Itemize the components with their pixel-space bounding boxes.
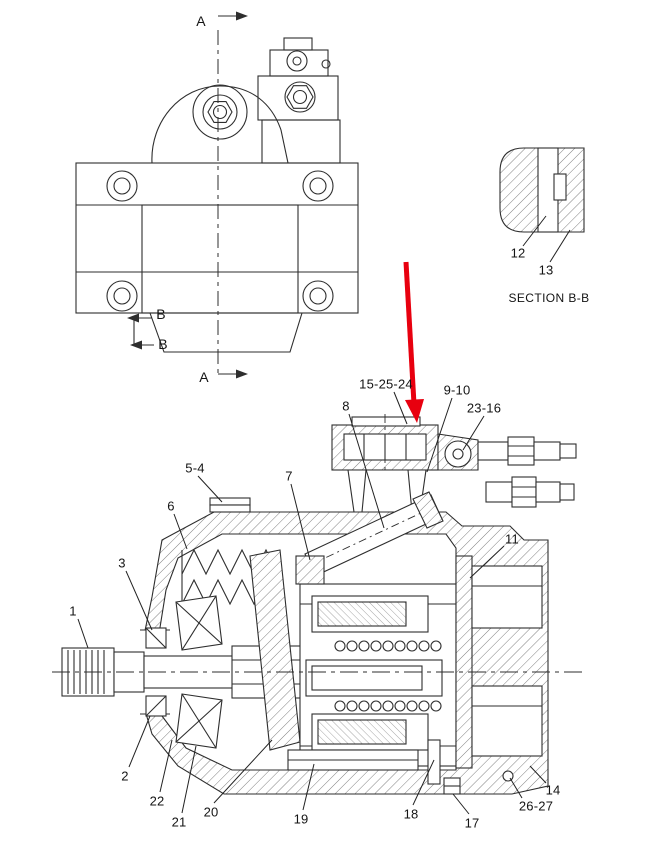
callout-8: 8 bbox=[342, 398, 350, 414]
section-mark-a-bottom: A bbox=[199, 369, 209, 385]
callout-17: 17 bbox=[464, 815, 480, 831]
arrowhead-b-lower-icon bbox=[130, 340, 142, 350]
callout-21: 21 bbox=[171, 814, 187, 830]
callout-23-16: 23-16 bbox=[466, 400, 502, 416]
section-mark-b-upper: B bbox=[156, 306, 166, 322]
callout-7: 7 bbox=[285, 468, 293, 484]
arrowhead-a-top-icon bbox=[236, 11, 248, 21]
main-section-drawing bbox=[52, 414, 584, 795]
arrowhead-b-upper-icon bbox=[127, 313, 139, 323]
callout-14: 14 bbox=[545, 782, 561, 798]
callout-20: 20 bbox=[203, 804, 219, 820]
callout-9-10: 9-10 bbox=[443, 382, 471, 398]
callout-leader-lines bbox=[77, 215, 571, 815]
callout-5-4: 5-4 bbox=[185, 460, 205, 476]
section-bb-title: SECTION B-B bbox=[508, 291, 590, 305]
red-pointer-arrow-icon bbox=[403, 261, 424, 423]
section-mark-a-top: A bbox=[196, 13, 206, 29]
callout-13: 13 bbox=[538, 262, 554, 278]
top-view-drawing bbox=[75, 11, 359, 379]
callout-22: 22 bbox=[149, 793, 165, 809]
callout-1: 1 bbox=[69, 603, 77, 619]
callout-18: 18 bbox=[403, 806, 419, 822]
callout-15-25-24: 15-25-24 bbox=[359, 376, 413, 392]
section-bb-drawing bbox=[499, 147, 585, 233]
arrowhead-a-bottom-icon bbox=[236, 369, 248, 379]
callout-2: 2 bbox=[121, 768, 129, 784]
callout-6: 6 bbox=[167, 498, 175, 514]
callout-3: 3 bbox=[118, 555, 126, 571]
callout-26-27: 26-27 bbox=[518, 798, 554, 814]
section-mark-b-lower: B bbox=[158, 336, 168, 352]
callout-12: 12 bbox=[510, 245, 526, 261]
callout-19: 19 bbox=[293, 811, 309, 827]
callout-11: 11 bbox=[505, 531, 519, 547]
